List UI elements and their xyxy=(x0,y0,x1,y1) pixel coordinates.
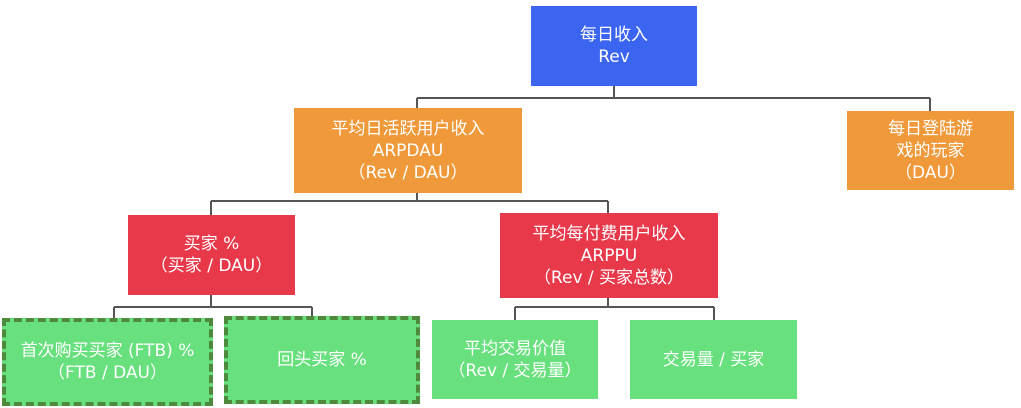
node-payer-pct-line1: 买家 % xyxy=(183,234,240,254)
node-repeat-buyer-line1: 回头买家 % xyxy=(277,350,367,370)
node-arpdau: 平均日活跃用户收入 ARPDAU （Rev / DAU） xyxy=(294,108,522,193)
node-payer-pct-line2: （买家 / DAU） xyxy=(150,256,273,276)
node-payer-pct: 买家 % （买家 / DAU） xyxy=(128,215,295,295)
node-arppu-line3: （Rev / 买家总数） xyxy=(533,267,685,288)
node-avg-transaction-line2: （Rev / 交易量） xyxy=(448,360,582,381)
node-revenue: 每日收入 Rev xyxy=(531,6,697,86)
node-repeat-buyer: 回头买家 % xyxy=(224,316,420,404)
node-ftb-line2: （FTB / DAU） xyxy=(48,363,167,383)
node-arppu-line2: ARPPU xyxy=(580,245,638,266)
node-dau-line2: 戏的玩家 xyxy=(896,140,965,161)
node-arpdau-line3: （Rev / DAU） xyxy=(348,162,468,183)
node-ftb-line1: 首次购买买家 (FTB) % xyxy=(20,341,195,361)
node-revenue-line2: Rev xyxy=(598,47,630,67)
node-arppu-line1: 平均每付费用户收入 xyxy=(532,223,686,244)
node-arpdau-line2: ARPDAU xyxy=(372,140,444,161)
node-arppu: 平均每付费用户收入 ARPPU （Rev / 买家总数） xyxy=(500,213,718,298)
node-ftb: 首次购买买家 (FTB) % （FTB / DAU） xyxy=(2,318,213,406)
node-arpdau-line1: 平均日活跃用户收入 xyxy=(331,118,485,139)
node-dau-line3: （DAU） xyxy=(895,162,966,183)
node-revenue-line1: 每日收入 xyxy=(580,25,648,45)
node-transactions-per-buyer: 交易量 / 买家 xyxy=(630,320,797,399)
node-avg-transaction-line1: 平均交易价值 xyxy=(464,338,566,359)
node-dau-line1: 每日登陆游 xyxy=(888,118,973,139)
node-transactions-per-buyer-line1: 交易量 / 买家 xyxy=(662,349,765,370)
node-avg-transaction: 平均交易价值 （Rev / 交易量） xyxy=(432,320,598,399)
node-dau: 每日登陆游 戏的玩家 （DAU） xyxy=(847,111,1014,190)
